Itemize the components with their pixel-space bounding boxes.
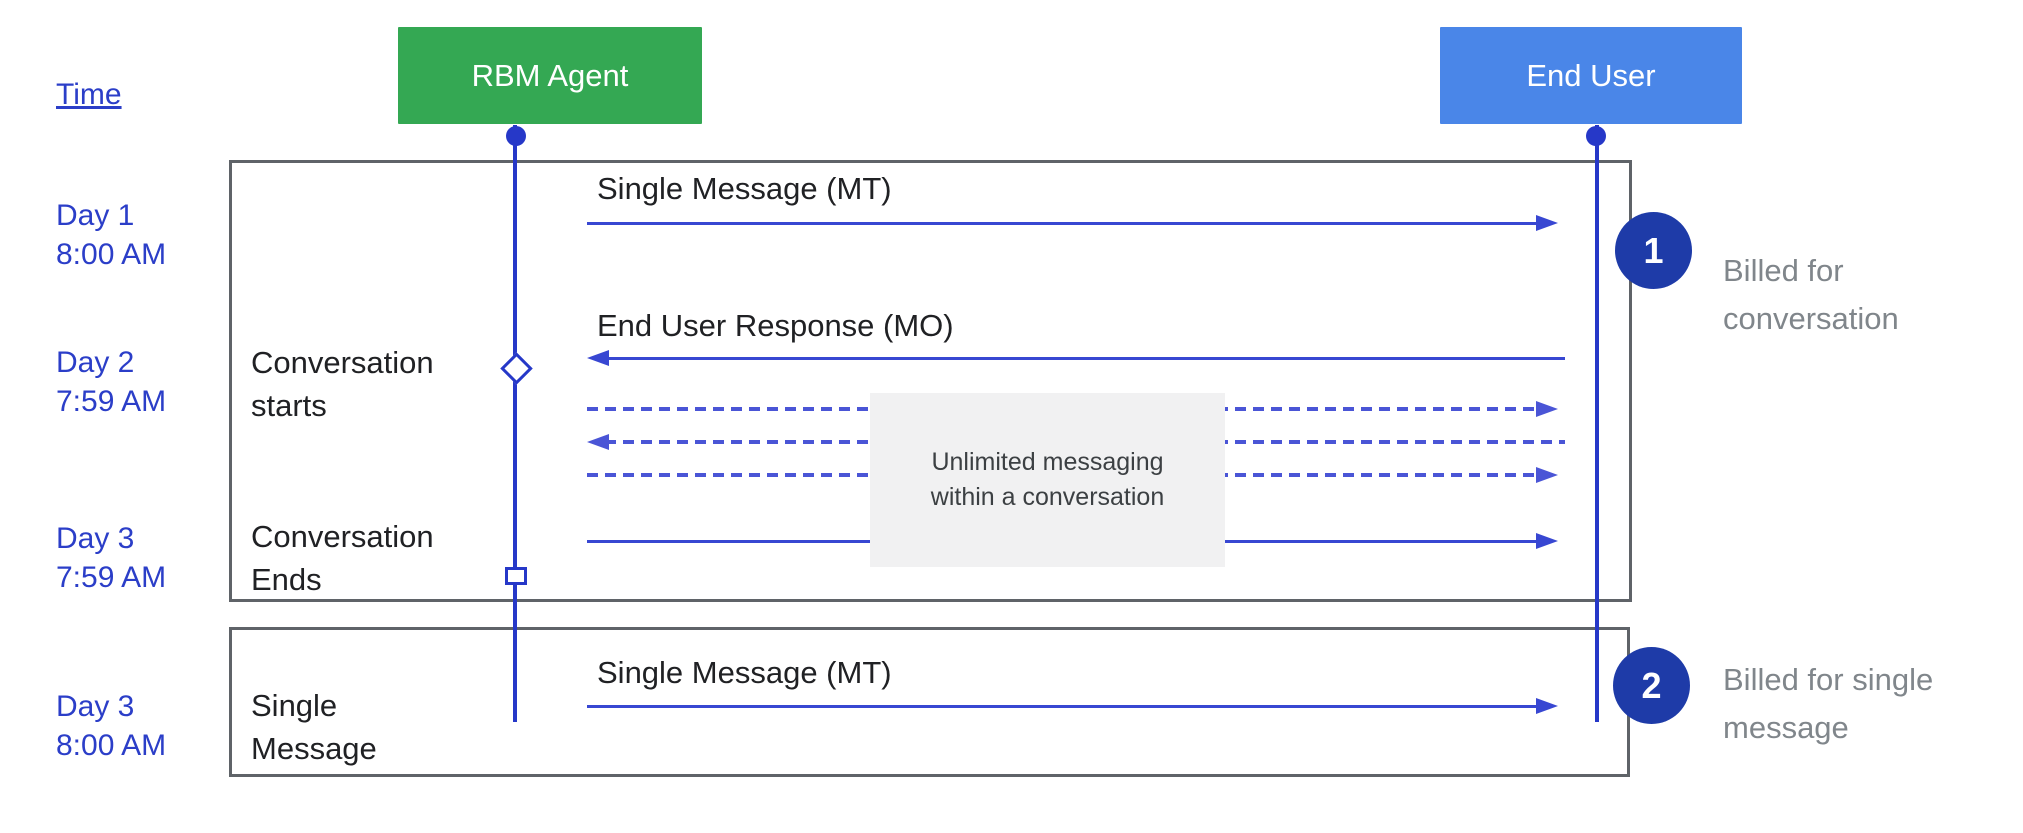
agent-lifeline-start-dot [506,126,526,146]
message-label-mt1: Single Message (MT) [597,171,892,206]
dashed-arrowhead-right-icon [1536,401,1558,417]
actor-rbm-agent: RBM Agent [398,27,702,124]
conversation-end-square-marker [505,567,527,585]
time-marker-day: Day 1 [56,199,135,232]
conversation-billing-frame [229,160,1632,602]
user-lifeline [1595,125,1599,722]
user-lifeline-start-dot [1586,126,1606,146]
conversation-ends-note: Conversation Ends [251,515,434,601]
billing-note-single-message: Billed for single message [1723,656,1933,752]
agent-lifeline [513,125,517,722]
time-marker-day: Day 3 [56,690,135,723]
mt2-arrow-line [587,705,1538,708]
note-line: Conversation [251,519,434,554]
mo-arrowhead-left-icon [587,350,609,366]
note-line: Message [251,731,377,766]
billing-note-line: Billed for single [1723,662,1934,697]
message-label-mo: End User Response (MO) [597,308,954,343]
badge-number: 1 [1643,229,1664,271]
dashed-arrowhead-right-icon [1536,467,1558,483]
time-marker-day3b: Day 3 8:00 AM [56,687,166,765]
billing-badge-1: 1 [1615,212,1692,289]
time-marker-time: 8:00 AM [56,729,167,762]
info-box-line: within a conversation [930,483,1165,511]
time-marker-day2: Day 2 7:59 AM [56,343,166,421]
time-marker-day3: Day 3 7:59 AM [56,519,166,597]
time-marker-day1: Day 1 8:00 AM [56,196,166,274]
conversation-arrowhead-right-icon [1536,533,1558,549]
mt1-arrow-line [587,222,1538,225]
billing-note-line: conversation [1723,301,1899,336]
billing-note-line: Billed for [1723,253,1844,288]
billing-note-conversation: Billed for conversation [1723,247,1899,343]
mo-arrow-line [605,357,1565,360]
note-line: Ends [251,562,322,597]
note-line: Conversation [251,345,434,380]
mt1-arrowhead-right-icon [1536,215,1558,231]
info-box-line: Unlimited messaging [931,448,1164,476]
time-marker-day: Day 2 [56,346,135,379]
unlimited-messaging-info-box: Unlimited messaging within a conversatio… [870,393,1225,567]
note-line: starts [251,388,327,423]
single-message-billing-frame [229,627,1630,777]
billing-note-line: message [1723,710,1849,745]
time-axis-label: Time [56,78,122,111]
message-label-mt2: Single Message (MT) [597,655,892,690]
mt2-arrowhead-right-icon [1536,698,1558,714]
actor-end-user: End User [1440,27,1742,124]
time-marker-time: 7:59 AM [56,561,167,594]
time-marker-time: 8:00 AM [56,238,167,271]
conversation-starts-note: Conversation starts [251,341,434,427]
billing-badge-2: 2 [1613,647,1690,724]
dashed-arrowhead-left-icon [587,434,609,450]
actor-rbm-agent-label: RBM Agent [471,57,629,93]
note-line: Single [251,688,338,723]
badge-number: 2 [1641,664,1662,706]
time-marker-time: 7:59 AM [56,385,167,418]
time-marker-day: Day 3 [56,522,135,555]
single-message-note: Single Message [251,684,377,770]
actor-end-user-label: End User [1526,57,1656,93]
